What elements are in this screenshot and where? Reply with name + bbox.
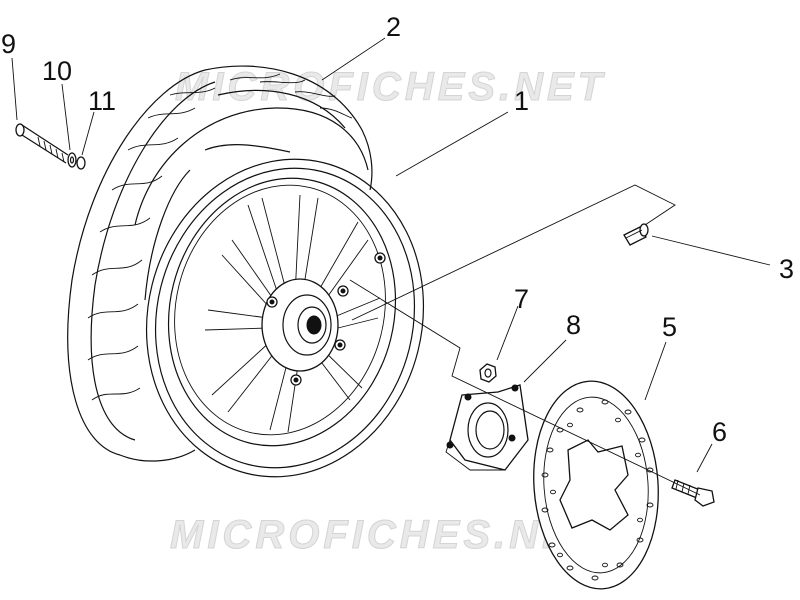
disc-bolt [671, 479, 715, 507]
callout-7: 7 [514, 284, 529, 314]
wheel-hub [261, 278, 339, 372]
nut [479, 363, 497, 383]
disc-holes [541, 399, 654, 581]
tire [67, 65, 373, 462]
valve [623, 223, 649, 246]
callout-10: 10 [42, 56, 72, 86]
wheel-rim [144, 144, 425, 478]
watermark-bottom: MICROFICHES.NET [170, 513, 601, 557]
callout-3: 3 [779, 254, 794, 284]
disc-carrier [445, 384, 529, 471]
callout-8: 8 [566, 310, 581, 340]
washer [67, 152, 77, 168]
axle-bolt [15, 123, 69, 164]
callout-1: 1 [514, 86, 529, 116]
brake-disc [533, 380, 659, 590]
callout-9: 9 [1, 29, 16, 59]
spacer [76, 156, 86, 170]
callout-5: 5 [662, 312, 677, 342]
callout-2: 2 [386, 12, 401, 42]
leader-lines [11, 37, 771, 496]
watermark-top: MICROFICHES.NET [175, 65, 606, 109]
callout-11: 11 [88, 86, 116, 116]
callout-6: 6 [712, 417, 727, 447]
